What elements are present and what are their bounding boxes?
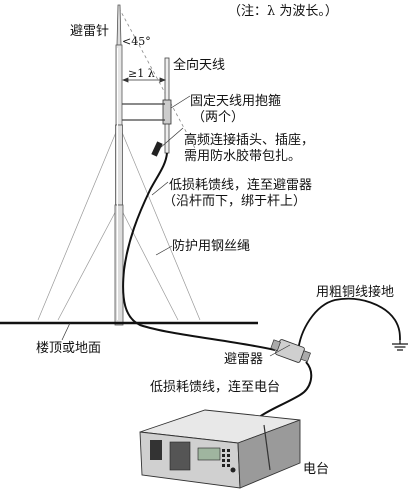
feeder-label-line1: 低损耗馈线，连至避雷器 xyxy=(169,178,313,193)
copper-ground-wire xyxy=(297,297,401,353)
feeder-cable-to-arrester xyxy=(122,152,276,351)
radio-label: 电台 xyxy=(303,462,330,477)
clamp-label-line2: （两个） xyxy=(192,110,245,125)
protection-angle-dashed-line xyxy=(118,7,197,151)
clamp-label-line1: 固定天线用抱箍 xyxy=(190,94,282,109)
arrester-label: 避雷器 xyxy=(224,352,264,367)
connector-label-line2: 需用防水胶带包扎。 xyxy=(184,149,302,164)
omni-antenna xyxy=(162,57,172,154)
antenna-clamps xyxy=(122,103,165,121)
lightning-arrester xyxy=(270,339,311,363)
radio-unit xyxy=(139,409,301,489)
feeder-radio-label: 低损耗馈线，连至电台 xyxy=(150,380,281,395)
guy-wire-label: 防护用钢丝绳 xyxy=(172,239,251,254)
roof-ground-label: 楼顶或地面 xyxy=(36,341,102,356)
distance-dimension xyxy=(121,77,167,83)
feeder-label-line2: （沿杆而下，绑于杆上） xyxy=(163,194,307,209)
wavelength-note: （注：λ 为波长。） xyxy=(228,4,338,19)
omni-antenna-label: 全向天线 xyxy=(173,58,226,73)
lightning-rod-label: 避雷针 xyxy=(70,24,110,39)
protection-angle-label: <45° xyxy=(122,35,151,48)
connector-label-line1: 高频连接插头、插座， xyxy=(184,133,315,148)
mast-pole xyxy=(114,4,124,326)
leader-lines xyxy=(61,95,291,357)
ground-wire-label: 用粗铜线接地 xyxy=(316,285,395,300)
guy-wires xyxy=(37,124,201,321)
feeder-cable-to-radio xyxy=(257,361,313,419)
ground-symbol xyxy=(392,340,408,351)
antenna-distance-label: ≥1 λ xyxy=(128,67,155,80)
waterproof-connector xyxy=(151,141,163,157)
